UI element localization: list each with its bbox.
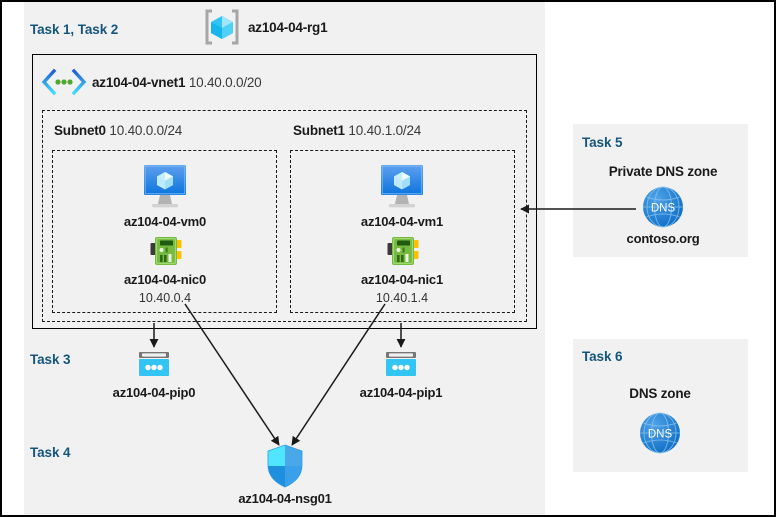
network-security-group-shield-icon	[264, 443, 306, 489]
private-dns-zone-name: contoso.org	[626, 231, 700, 246]
pip1-label: az104-04-pip1	[359, 385, 443, 400]
subnet0-header: Subnet0 10.40.0.0/24	[54, 123, 182, 138]
task-label-5: Task 5	[582, 135, 623, 150]
dns-globe-icon: DNS	[637, 410, 683, 456]
network-interface-icon	[385, 234, 421, 268]
task-label-3: Task 3	[30, 352, 71, 367]
resource-group-cube-icon	[202, 8, 242, 46]
virtual-machine-icon	[377, 162, 427, 210]
vnet-boundary	[32, 54, 537, 329]
vm0-label: az104-04-vm0	[123, 214, 207, 229]
public-ip-address-icon	[135, 350, 173, 380]
subnet0-name: Subnet0	[54, 123, 106, 138]
nic1-label: az104-04-nic1	[361, 272, 443, 287]
subnet1-resources-box	[290, 150, 515, 313]
subnet1-cidr: 10.40.1.0/24	[348, 123, 422, 138]
resource-group-name: az104-04-rg1	[248, 20, 328, 35]
task-label-1-2: Task 1, Task 2	[30, 22, 119, 37]
nic1-ip: 10.40.1.4	[375, 291, 429, 305]
subnet1-header: Subnet1 10.40.1.0/24	[293, 123, 421, 138]
vnet-name: az104-04-vnet1	[92, 75, 186, 90]
public-ip-address-icon	[382, 350, 420, 380]
dns-globe-icon: DNS	[640, 184, 686, 230]
subnet0-cidr: 10.40.0.0/24	[109, 123, 183, 138]
nic0-label: az104-04-nic0	[124, 272, 206, 287]
vnet-cidr: 10.40.0.0/20	[188, 75, 262, 90]
pip0-label: az104-04-pip0	[112, 385, 196, 400]
virtual-machine-icon	[140, 162, 190, 210]
task-label-6: Task 6	[582, 349, 623, 364]
virtual-network-icon	[40, 68, 88, 96]
subnets-container	[42, 110, 527, 322]
svg-text:DNS: DNS	[648, 429, 673, 441]
network-interface-icon	[148, 234, 184, 268]
subnet0-resources-box	[52, 150, 277, 313]
public-ip-panel	[24, 339, 545, 411]
subnet1-name: Subnet1	[293, 123, 345, 138]
svg-text:DNS: DNS	[651, 203, 676, 215]
nsg-label: az104-04-nsg01	[238, 491, 332, 506]
vm1-label: az104-04-vm1	[360, 214, 444, 229]
nic0-ip: 10.40.0.4	[138, 291, 192, 305]
dns-zone-title: DNS zone	[629, 386, 691, 401]
task-label-4: Task 4	[30, 445, 71, 460]
vnet-header: az104-04-vnet1 10.40.0.0/20	[92, 75, 262, 90]
private-dns-zone-title: Private DNS zone	[608, 164, 718, 179]
